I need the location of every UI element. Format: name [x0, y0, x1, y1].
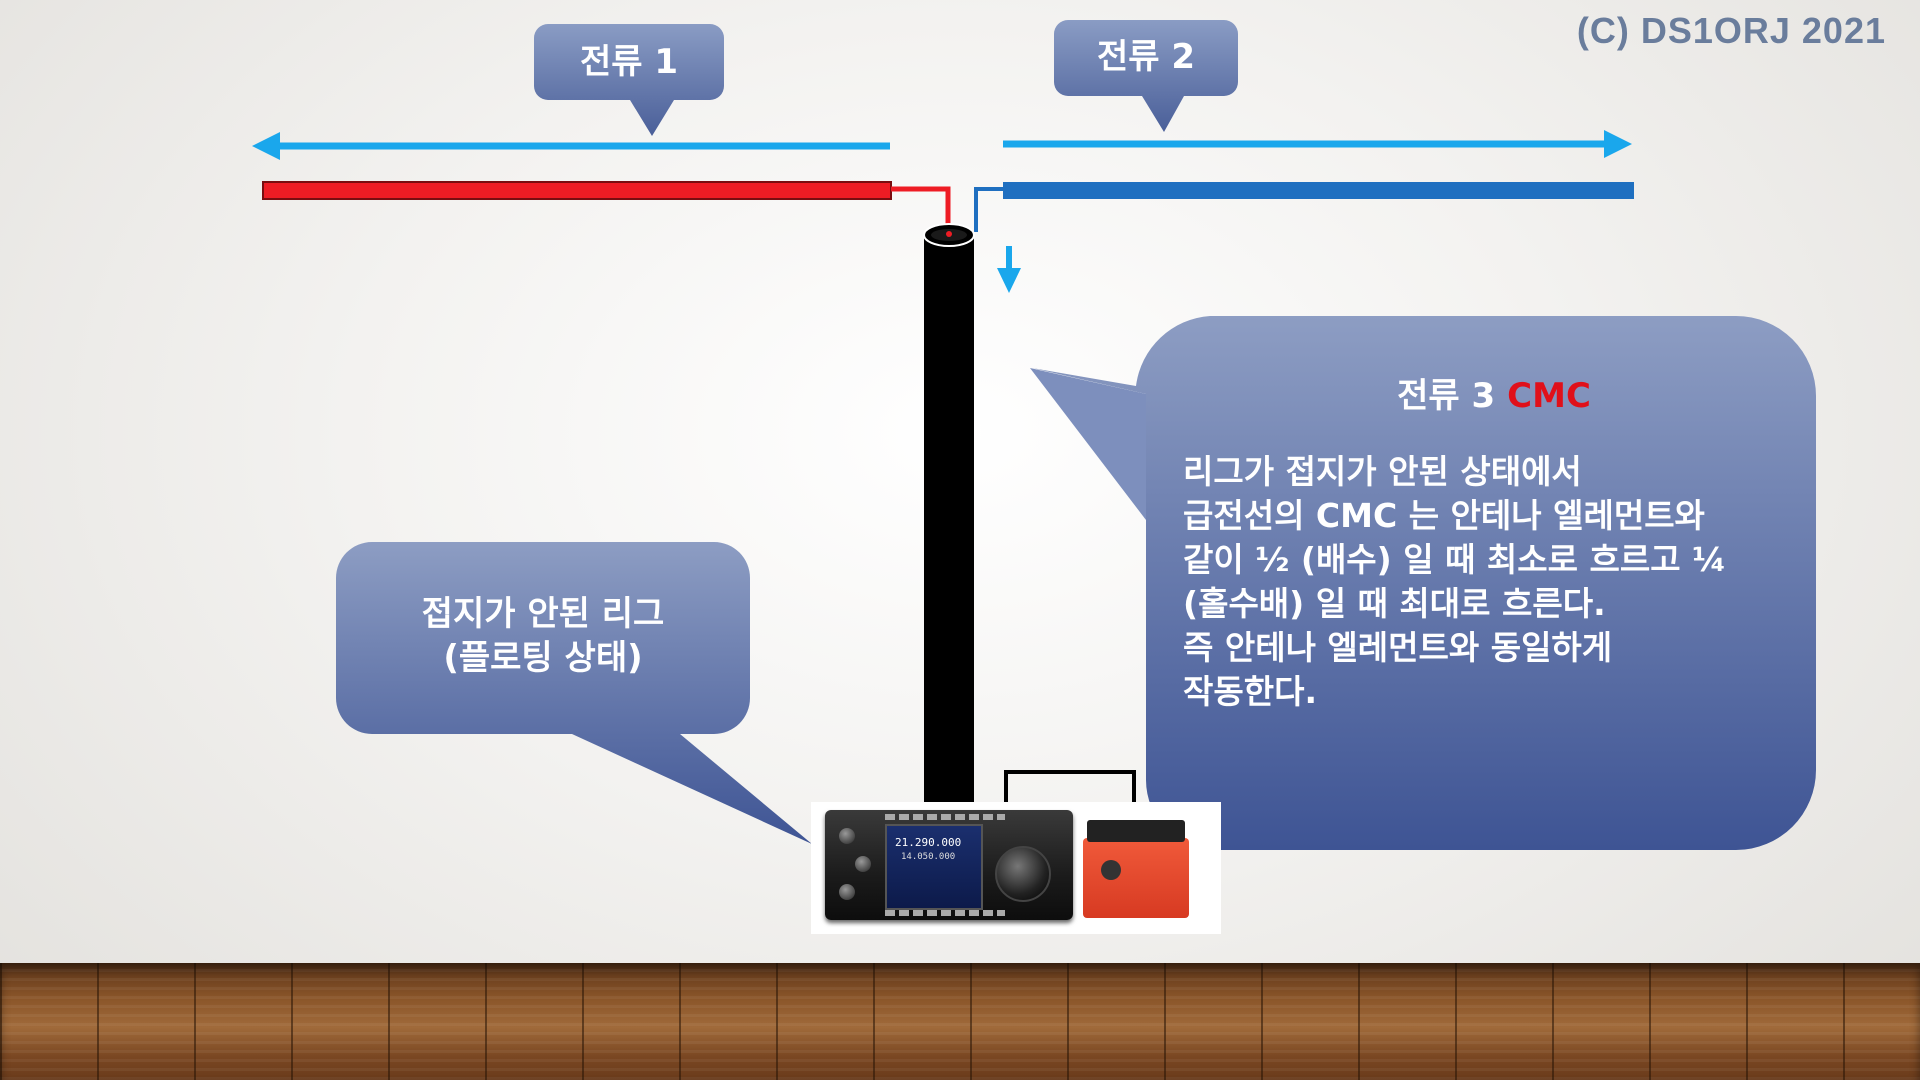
rig-freq-main: 21.290.000 — [895, 836, 961, 849]
cmc-callout-title: 전류 3 CMC — [1144, 368, 1844, 417]
antenna-element-left — [263, 182, 891, 199]
current2-arrow — [1003, 130, 1632, 158]
battery-top — [1087, 820, 1185, 842]
power-knob — [839, 828, 855, 844]
rig-freq-sub: 14.050.000 — [901, 852, 955, 862]
cmc-body-line: 같이 ½ (배수) 일 때 최소로 흐르고 ¼ — [1183, 538, 1823, 582]
ground-callout-line1: 접지가 안된 리그 — [338, 592, 748, 636]
main-dial-knob — [995, 846, 1051, 902]
antenna-element-right — [1003, 182, 1634, 199]
cmc-callout-body: 리그가 접지가 안된 상태에서 급전선의 CMC 는 안테나 엘레먼트와 같이 … — [1183, 450, 1823, 714]
cmc-body-line: 작동한다. — [1183, 670, 1823, 714]
current1-text: 전류 1 — [580, 42, 678, 82]
ground-callout-line2: (플로팅 상태) — [338, 636, 748, 680]
button-row-bottom — [885, 910, 1005, 916]
current1-arrow — [252, 132, 890, 160]
cmc-callout-tail — [1030, 368, 1146, 520]
battery-wire — [1006, 772, 1134, 802]
cmc-down-arrow — [997, 246, 1021, 293]
ground-callout-text: 접지가 안된 리그 (플로팅 상태) — [338, 592, 748, 680]
cmc-body-line: 리그가 접지가 안된 상태에서 — [1183, 450, 1823, 494]
button-row-top — [885, 814, 1005, 820]
rf-knob — [839, 884, 855, 900]
battery — [1083, 820, 1189, 918]
cmc-body-line: 즉 안테나 엘레먼트와 동일하게 — [1183, 626, 1823, 670]
coax-feedline — [924, 224, 974, 806]
rig-display: 21.290.000 14.050.000 — [885, 824, 983, 910]
rig-photo: 21.290.000 14.050.000 — [811, 802, 1221, 934]
af-knob — [855, 856, 871, 872]
current2-label: 전류 2 — [1054, 20, 1238, 132]
battery-logo-icon — [1101, 860, 1121, 880]
cmc-title-text: 전류 3 — [1397, 376, 1495, 416]
feed-wire-blue — [976, 189, 1003, 232]
transceiver: 21.290.000 14.050.000 — [825, 810, 1073, 920]
current1-label: 전류 1 — [534, 24, 724, 136]
cmc-body-line: 급전선의 CMC 는 안테나 엘레먼트와 — [1183, 494, 1823, 538]
battery-body — [1083, 838, 1189, 918]
cmc-body-line: (홀수배) 일 때 최대로 흐른다. — [1183, 582, 1823, 626]
ground-callout-bubble — [336, 542, 812, 844]
cmc-title-highlight: CMC — [1507, 376, 1591, 416]
current2-text: 전류 2 — [1097, 37, 1195, 77]
